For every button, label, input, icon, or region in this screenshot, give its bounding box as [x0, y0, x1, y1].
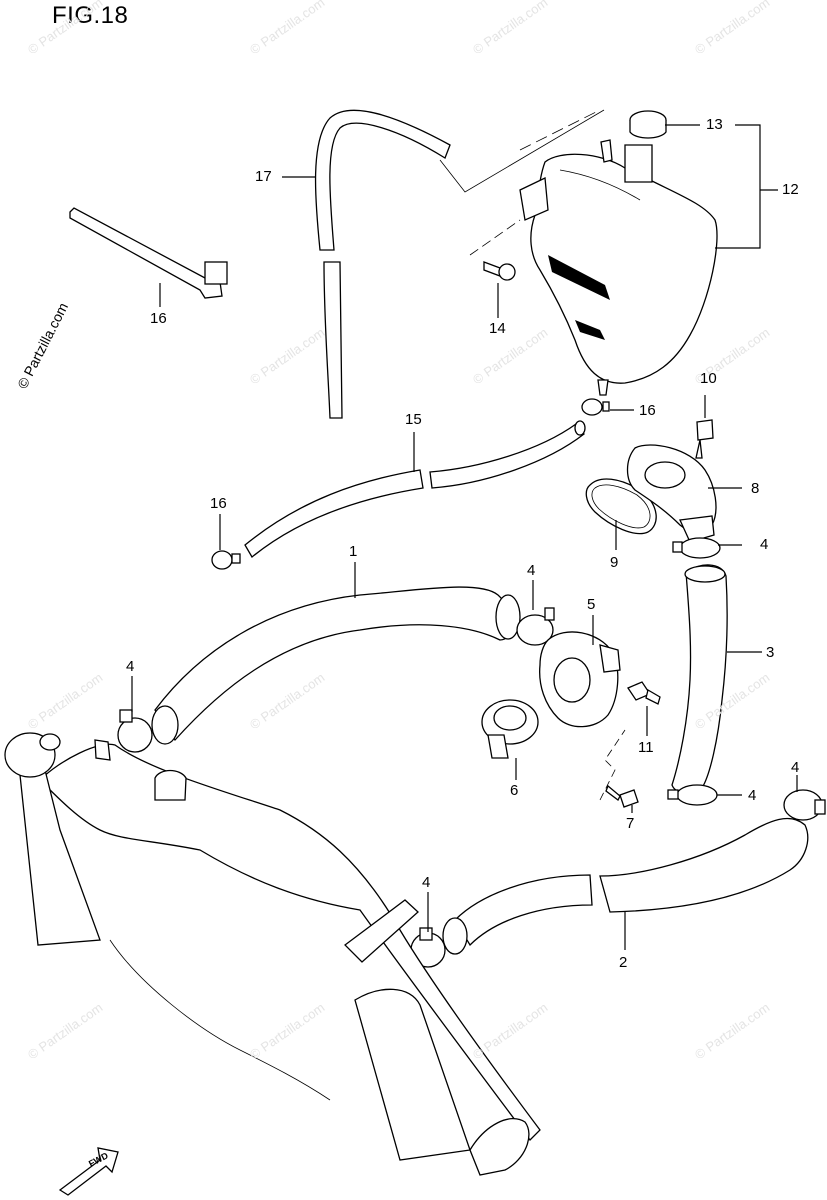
radiator-hose-3[interactable] — [671, 564, 728, 794]
radiator — [4, 732, 541, 1176]
bolt-10[interactable] — [695, 419, 714, 459]
figure-title: FIG.18 — [52, 2, 129, 29]
callout-13[interactable]: 13 — [706, 116, 723, 133]
hose-clamp-4-right[interactable] — [783, 789, 826, 821]
fwd-arrow — [58, 1147, 119, 1196]
hose-clamp-16-tank[interactable] — [581, 398, 610, 416]
thermostat-6[interactable] — [481, 699, 539, 759]
hose-clamp-16-left[interactable] — [211, 550, 241, 570]
hose-15[interactable] — [244, 420, 586, 558]
callout-15[interactable]: 15 — [405, 411, 422, 428]
callout-17[interactable]: 17 — [255, 168, 272, 185]
callout-16[interactable]: 16 — [150, 310, 167, 327]
leader-lines — [131, 124, 798, 950]
callout-11[interactable]: 11 — [638, 739, 654, 756]
callout-6[interactable]: 6 — [510, 782, 519, 799]
callout-1[interactable]: 1 — [349, 543, 358, 560]
callout-4[interactable]: 4 — [791, 759, 800, 776]
tank-breather-nipple — [600, 139, 613, 163]
callout-7[interactable]: 7 — [626, 815, 635, 832]
callout-2[interactable]: 2 — [619, 954, 628, 971]
callout-4[interactable]: 4 — [527, 562, 536, 579]
callout-3[interactable]: 3 — [766, 644, 775, 661]
callout-14[interactable]: 14 — [489, 320, 506, 337]
callout-12[interactable]: 12 — [782, 181, 799, 198]
callout-16[interactable]: 16 — [210, 495, 227, 512]
callout-8[interactable]: 8 — [751, 480, 760, 497]
hose-band-16-upper[interactable] — [69, 207, 228, 299]
screw-14[interactable] — [483, 261, 516, 281]
hose-clamp-4-cover[interactable] — [672, 537, 721, 559]
leader-tank-hose — [439, 109, 605, 193]
hose-clamp-4-left[interactable] — [117, 709, 153, 753]
overflow-hose-17[interactable] — [314, 109, 451, 419]
thermostat-cover-8[interactable] — [626, 444, 717, 543]
callout-10[interactable]: 10 — [700, 370, 717, 387]
callout-4[interactable]: 4 — [422, 874, 431, 891]
callout-4[interactable]: 4 — [760, 536, 769, 553]
callout-5[interactable]: 5 — [587, 596, 596, 613]
reservoir-cap[interactable] — [629, 110, 667, 139]
hose-clamp-4-upper[interactable] — [516, 607, 555, 646]
radiator-hose-1[interactable] — [151, 586, 521, 745]
temperature-sensor-11[interactable] — [627, 681, 661, 705]
bolt-7[interactable] — [605, 784, 639, 808]
callout-9[interactable]: 9 — [610, 554, 619, 571]
radiator-hose-2[interactable] — [442, 817, 809, 955]
callout-4[interactable]: 4 — [126, 658, 135, 675]
callout-16[interactable]: 16 — [639, 402, 656, 419]
leader-tank-screw — [469, 219, 521, 256]
thermostat-housing-5[interactable] — [539, 631, 621, 728]
reservoir-tank[interactable] — [519, 144, 718, 396]
callout-4[interactable]: 4 — [748, 787, 757, 804]
